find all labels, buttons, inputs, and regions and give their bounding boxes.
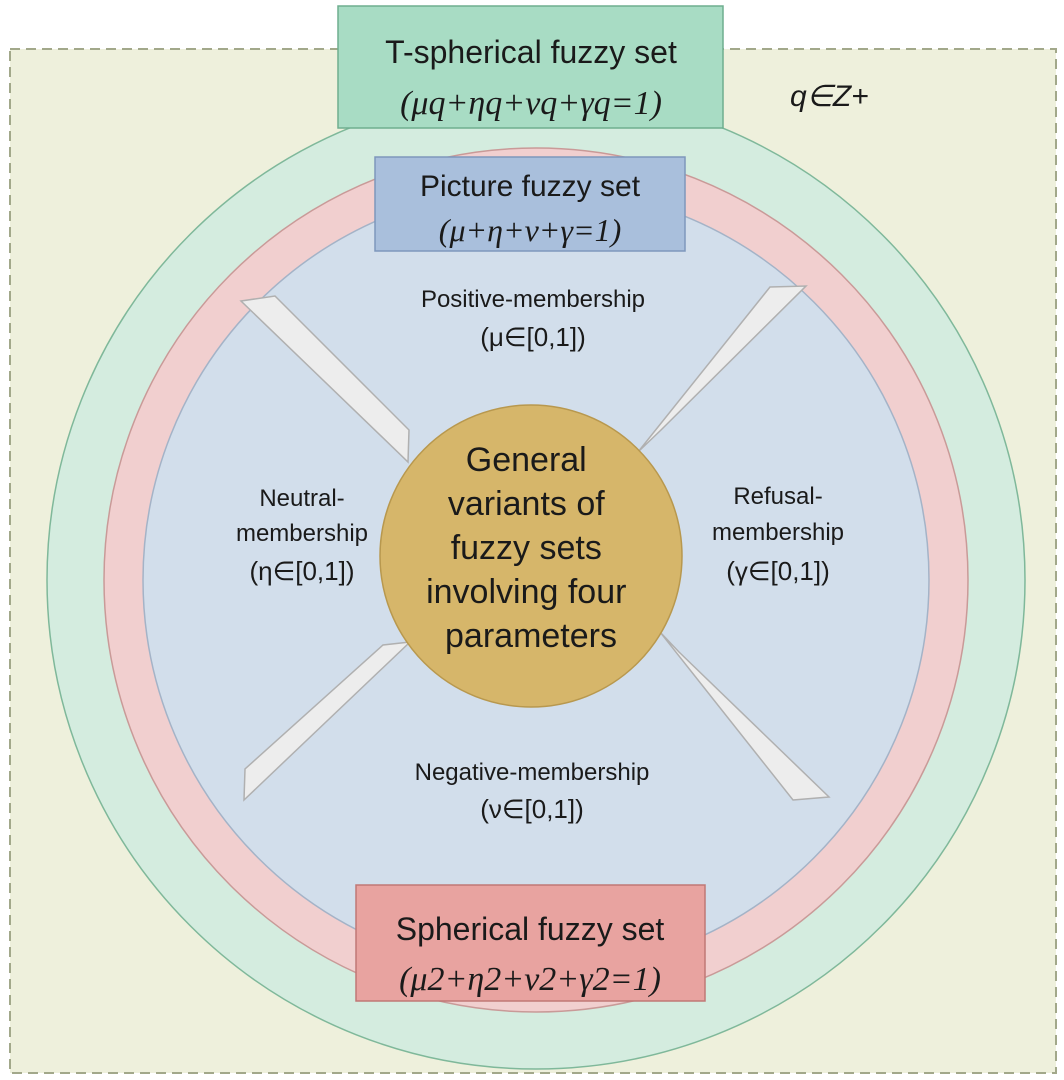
neutral-label-1: Neutral- <box>259 485 344 512</box>
arrow-bottom-left <box>243 641 413 802</box>
center-line-1: General <box>466 441 587 479</box>
arrow-bottom-right <box>659 631 831 801</box>
t-spherical-box <box>337 5 724 129</box>
center-circle <box>379 404 683 708</box>
neutral-label-2: membership <box>236 520 368 547</box>
positive-label: Positive-membership <box>421 286 645 313</box>
negative-range: (ν∈[0,1]) <box>480 794 584 824</box>
spherical-title: Spherical fuzzy set <box>396 911 665 947</box>
refusal-label-2: membership <box>712 519 844 546</box>
refusal-range: (γ∈[0,1]) <box>726 556 830 586</box>
picture-formula: (μ+η+ν+γ=1) <box>439 212 621 248</box>
t-spherical-title: T-spherical fuzzy set <box>385 34 677 70</box>
center-line-4: involving four <box>426 573 626 611</box>
center-line-2: variants of <box>448 485 605 523</box>
positive-range: (μ∈[0,1]) <box>480 322 586 352</box>
spherical-formula: (μ2+η2+ν2+γ2=1) <box>399 961 661 998</box>
picture-box <box>374 156 686 252</box>
refusal-label-1: Refusal- <box>733 483 822 510</box>
svg-text:General variants of fu: General variants of fuzzy sets involving… <box>426 441 636 655</box>
t-spherical-formula: (μq+ηq+νq+γq=1) <box>400 85 662 122</box>
arrow-top-left <box>239 295 410 464</box>
q-note: q∈Z+ <box>790 80 869 113</box>
center-line-5: parameters <box>445 617 617 655</box>
negative-label: Negative-membership <box>415 759 650 786</box>
center-line-3: fuzzy sets <box>451 529 602 567</box>
neutral-range: (η∈[0,1]) <box>249 556 354 586</box>
picture-title: Picture fuzzy set <box>420 170 641 203</box>
spherical-box <box>355 884 706 1002</box>
arrow-top-right <box>637 285 808 453</box>
